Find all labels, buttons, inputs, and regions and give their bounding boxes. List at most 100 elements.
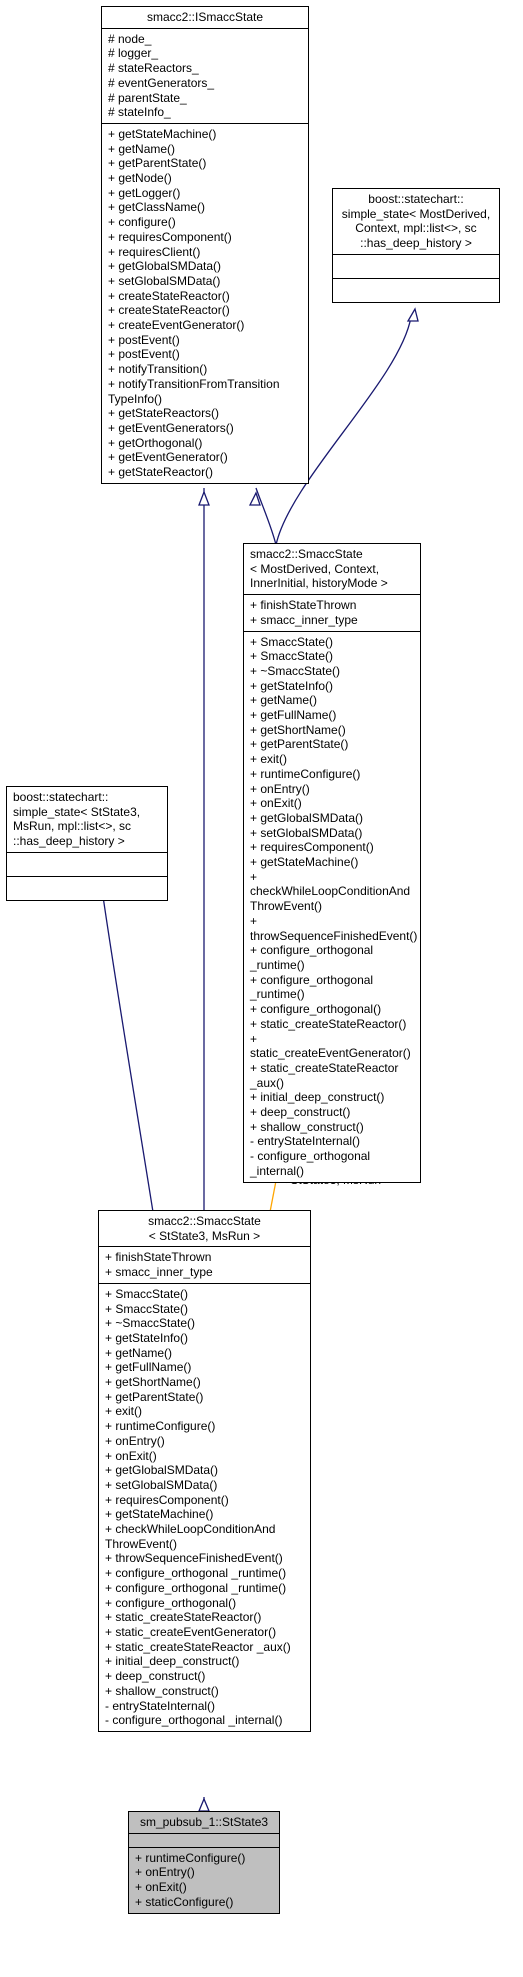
class-method[interactable]: + configure_orthogonal(): [105, 1595, 237, 1610]
class-smaccstate-ststate3-msrun[interactable]: smacc2::SmaccState< StState3, MsRun >+ f…: [98, 1210, 311, 1732]
class-ststate3[interactable]: sm_pubsub_1::StState3+ runtimeConfigure(…: [128, 1811, 280, 1914]
class-method[interactable]: + getName(): [250, 693, 318, 708]
class-method[interactable]: + SmaccState(): [250, 634, 334, 649]
class-method[interactable]: + runtimeConfigure(): [250, 766, 361, 781]
class-method[interactable]: + configure_orthogonal _runtime(): [105, 1580, 287, 1595]
class-method[interactable]: + createStateReactor(): [108, 303, 230, 318]
class-method[interactable]: + getStateMachine(): [108, 126, 217, 141]
class-method[interactable]: + static_createEventGenerator(): [105, 1624, 277, 1639]
class-method[interactable]: + requiresComponent(): [105, 1492, 229, 1507]
class-method[interactable]: + onExit(): [250, 796, 302, 811]
class-method[interactable]: + getGlobalSMData(): [108, 259, 222, 274]
class-method[interactable]: + static_createStateReactor(): [250, 1016, 407, 1031]
class-method[interactable]: + deep_construct(): [105, 1669, 206, 1684]
class-attribute[interactable]: # node_: [108, 31, 152, 46]
class-method[interactable]: + static_createStateReactor(): [105, 1610, 262, 1625]
class-method[interactable]: + getStateReactor(): [108, 465, 214, 480]
class-method[interactable]: - configure_orthogonal _internal(): [105, 1713, 283, 1728]
class-method[interactable]: + notifyTransitionFromTransition TypeInf…: [108, 376, 280, 406]
class-method[interactable]: + requiresClient(): [108, 244, 201, 259]
class-method[interactable]: + SmaccState(): [105, 1286, 189, 1301]
class-method[interactable]: + getEventGenerators(): [108, 420, 234, 435]
class-method[interactable]: - entryStateInternal(): [105, 1698, 216, 1713]
class-method[interactable]: + getShortName(): [250, 722, 346, 737]
class-method[interactable]: + configure(): [108, 215, 176, 230]
class-method[interactable]: + setGlobalSMData(): [250, 825, 363, 840]
class-method[interactable]: + createEventGenerator(): [108, 318, 245, 333]
class-method[interactable]: + configure_orthogonal _runtime(): [250, 972, 374, 1002]
class-method[interactable]: + getParentState(): [108, 156, 207, 171]
class-method[interactable]: + requiresComponent(): [250, 840, 374, 855]
class-attribute[interactable]: # stateReactors_: [108, 61, 199, 76]
class-method[interactable]: + getStateInfo(): [250, 678, 334, 693]
class-method[interactable]: + getStateMachine(): [250, 855, 359, 870]
class-method[interactable]: + initial_deep_construct(): [105, 1654, 240, 1669]
class-method[interactable]: + configure_orthogonal _runtime(): [105, 1566, 287, 1581]
class-boost-simple-state-ststate3[interactable]: boost::statechart::simple_state< StState…: [6, 786, 168, 901]
class-method[interactable]: - configure_orthogonal _internal(): [250, 1149, 371, 1178]
class-method[interactable]: + getParentState(): [105, 1389, 204, 1404]
class-attribute[interactable]: # parentState_: [108, 90, 187, 105]
class-attribute[interactable]: + smacc_inner_type: [105, 1265, 213, 1280]
class-smaccstate-template[interactable]: smacc2::SmaccState< MostDerived, Context…: [243, 543, 421, 1183]
class-attribute[interactable]: # eventGenerators_: [108, 75, 215, 90]
class-method[interactable]: + ~SmaccState(): [250, 663, 341, 678]
class-method[interactable]: + static_createStateReactor _aux(): [250, 1060, 399, 1090]
class-method[interactable]: + checkWhileLoopConditionAnd ThrowEvent(…: [105, 1522, 276, 1551]
class-method[interactable]: - entryStateInternal(): [250, 1134, 361, 1149]
class-method[interactable]: + notifyTransition(): [108, 362, 208, 377]
class-method[interactable]: + getName(): [105, 1345, 173, 1360]
class-method[interactable]: + getNode(): [108, 171, 172, 186]
class-boost-simple-state-mostderived[interactable]: boost::statechart::simple_state< MostDer…: [332, 188, 500, 303]
class-method[interactable]: + throwSequenceFinishedEvent(): [250, 913, 418, 943]
class-method[interactable]: + getFullName(): [105, 1360, 192, 1375]
class-attribute[interactable]: # logger_: [108, 46, 159, 61]
class-method[interactable]: + getGlobalSMData(): [250, 810, 364, 825]
class-method[interactable]: + getOrthogonal(): [108, 435, 203, 450]
class-method[interactable]: + setGlobalSMData(): [105, 1477, 218, 1492]
class-method[interactable]: + postEvent(): [108, 347, 180, 362]
class-method[interactable]: + getEventGenerator(): [108, 450, 228, 465]
class-method[interactable]: + onExit(): [105, 1448, 157, 1463]
class-method[interactable]: + configure_orthogonal(): [250, 1002, 382, 1017]
class-method[interactable]: + createStateReactor(): [108, 288, 230, 303]
class-method[interactable]: + shallow_construct(): [250, 1119, 364, 1134]
class-method[interactable]: + configure_orthogonal _runtime(): [250, 943, 374, 972]
class-method[interactable]: + onEntry(): [250, 781, 310, 796]
class-method[interactable]: + runtimeConfigure(): [135, 1850, 246, 1865]
class-method[interactable]: + postEvent(): [108, 332, 180, 347]
class-method[interactable]: + setGlobalSMData(): [108, 273, 221, 288]
class-method[interactable]: + exit(): [105, 1404, 143, 1419]
class-ismaccstate[interactable]: smacc2::ISmaccState# node_# logger_# sta…: [101, 6, 309, 484]
class-attribute[interactable]: + finishStateThrown: [105, 1250, 212, 1265]
class-method[interactable]: + static_createEventGenerator(): [250, 1031, 411, 1061]
class-method[interactable]: + onEntry(): [135, 1865, 195, 1880]
class-method[interactable]: + SmaccState(): [105, 1301, 189, 1316]
class-method[interactable]: + getFullName(): [250, 708, 337, 723]
class-method[interactable]: + initial_deep_construct(): [250, 1090, 385, 1105]
class-method[interactable]: + getParentState(): [250, 737, 349, 752]
class-attribute[interactable]: + finishStateThrown: [250, 598, 357, 613]
class-method[interactable]: + getGlobalSMData(): [105, 1463, 219, 1478]
class-method[interactable]: + getStateInfo(): [105, 1330, 189, 1345]
class-method[interactable]: + requiresComponent(): [108, 229, 232, 244]
class-method[interactable]: + getClassName(): [108, 200, 206, 215]
class-method[interactable]: + getShortName(): [105, 1375, 201, 1390]
class-method[interactable]: + getName(): [108, 141, 176, 156]
class-method[interactable]: + getStateMachine(): [105, 1507, 214, 1522]
class-method[interactable]: + ~SmaccState(): [105, 1316, 196, 1331]
class-method[interactable]: + onExit(): [135, 1880, 187, 1895]
class-method[interactable]: + staticConfigure(): [135, 1894, 234, 1909]
class-attribute[interactable]: + smacc_inner_type: [250, 612, 358, 627]
class-method[interactable]: + runtimeConfigure(): [105, 1419, 216, 1434]
class-method[interactable]: + SmaccState(): [250, 649, 334, 664]
class-attribute[interactable]: # stateInfo_: [108, 105, 171, 120]
class-method[interactable]: + shallow_construct(): [105, 1683, 219, 1698]
class-method[interactable]: + exit(): [250, 752, 288, 767]
class-method[interactable]: + checkWhileLoopConditionAnd ThrowEvent(…: [250, 869, 411, 914]
class-method[interactable]: + getLogger(): [108, 185, 181, 200]
class-method[interactable]: + throwSequenceFinishedEvent(): [105, 1551, 283, 1566]
class-method[interactable]: + deep_construct(): [250, 1105, 351, 1120]
class-method[interactable]: + static_createStateReactor _aux(): [105, 1639, 291, 1654]
class-method[interactable]: + getStateReactors(): [108, 406, 220, 421]
